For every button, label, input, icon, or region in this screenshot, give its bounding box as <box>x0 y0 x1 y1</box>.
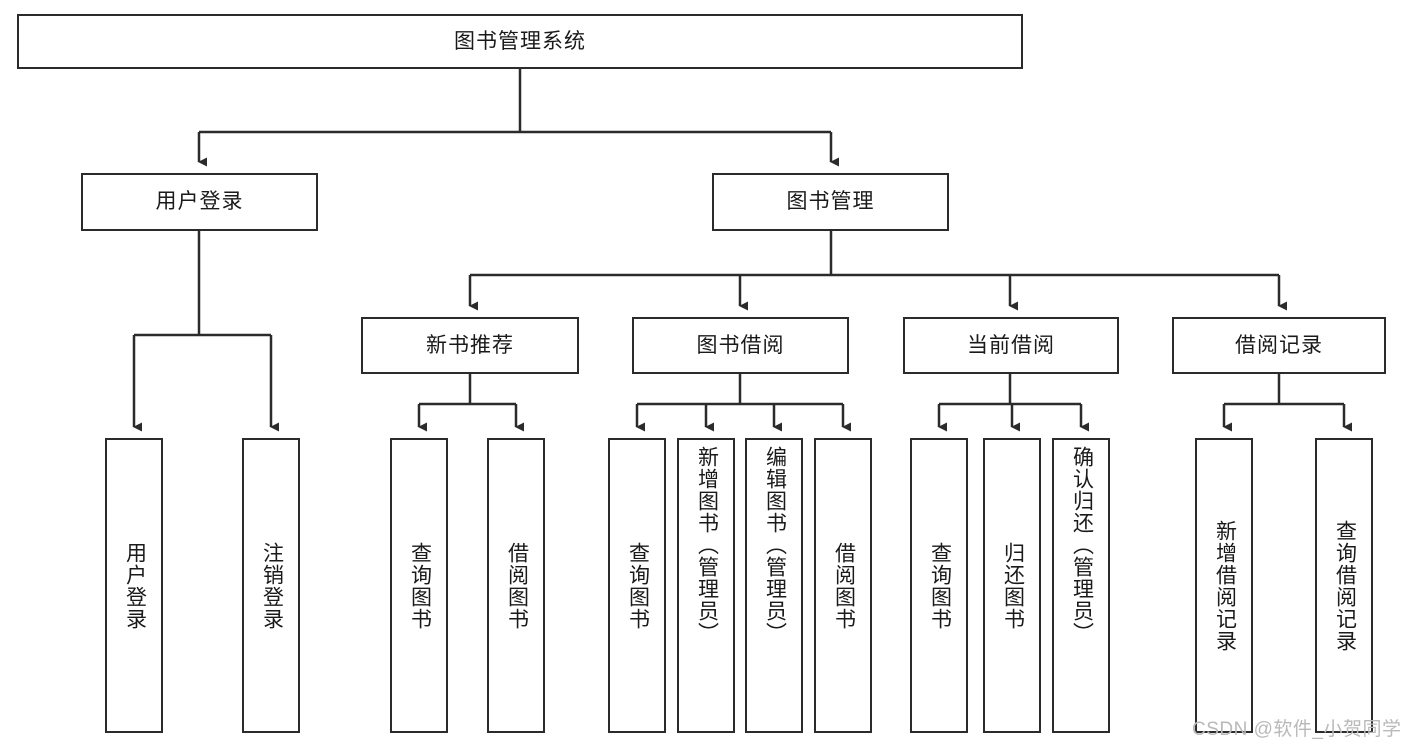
node-current-borrow[interactable]: 当前借阅 <box>903 317 1119 374</box>
node-leaf-return-book[interactable]: 归还图书 <box>983 438 1041 733</box>
node-label: 图书管理系统 <box>454 29 586 53</box>
node-label: 借阅图书 <box>832 541 856 630</box>
node-label: 用户登录 <box>155 190 244 214</box>
node-label: 查询借阅记录 <box>1333 519 1357 652</box>
node-book-borrow[interactable]: 图书借阅 <box>632 317 849 374</box>
node-book-management[interactable]: 图书管理 <box>712 173 949 231</box>
node-borrow-records[interactable]: 借阅记录 <box>1172 317 1386 374</box>
node-label: 归还图书 <box>1001 541 1025 630</box>
node-leaf-confirm-return-admin[interactable]: 确认归还（管理员） <box>1052 438 1110 733</box>
node-leaf-user-login[interactable]: 用户登录 <box>105 438 163 733</box>
node-label: 用户登录 <box>123 541 147 630</box>
node-label: 借阅图书 <box>505 541 529 630</box>
node-label: 确认归还（管理员） <box>1070 446 1094 644</box>
node-label: 新增借阅记录 <box>1213 519 1237 652</box>
node-leaf-query-borrow-record[interactable]: 查询借阅记录 <box>1315 438 1373 733</box>
node-label: 注销登录 <box>260 541 284 630</box>
node-label: 图书借阅 <box>696 333 785 357</box>
node-leaf-query-book-recommend[interactable]: 查询图书 <box>390 438 448 733</box>
watermark-text: CSDN @软件_小贺同学 <box>1192 719 1402 740</box>
node-label: 查询图书 <box>626 541 650 630</box>
node-label: 图书管理 <box>786 190 875 214</box>
node-label: 借阅记录 <box>1235 333 1323 357</box>
node-leaf-edit-book-admin[interactable]: 编辑图书（管理员） <box>745 438 803 733</box>
node-leaf-add-borrow-record[interactable]: 新增借阅记录 <box>1195 438 1253 733</box>
node-leaf-query-book-borrow[interactable]: 查询图书 <box>608 438 666 733</box>
node-label: 新增图书（管理员） <box>695 446 719 644</box>
node-root-system[interactable]: 图书管理系统 <box>17 14 1023 69</box>
node-new-book-recommend[interactable]: 新书推荐 <box>361 317 579 374</box>
node-label: 新书推荐 <box>426 333 514 357</box>
node-leaf-logout[interactable]: 注销登录 <box>242 438 300 733</box>
node-label: 查询图书 <box>408 541 432 630</box>
node-label: 编辑图书（管理员） <box>763 446 787 644</box>
node-leaf-borrow-book-recommend[interactable]: 借阅图书 <box>487 438 545 733</box>
node-user-login[interactable]: 用户登录 <box>81 173 318 231</box>
node-label: 查询图书 <box>928 541 952 630</box>
node-leaf-query-book-current[interactable]: 查询图书 <box>910 438 968 733</box>
node-leaf-add-book-admin[interactable]: 新增图书（管理员） <box>677 438 735 733</box>
node-label: 当前借阅 <box>967 333 1055 357</box>
node-leaf-borrow-book[interactable]: 借阅图书 <box>814 438 872 733</box>
